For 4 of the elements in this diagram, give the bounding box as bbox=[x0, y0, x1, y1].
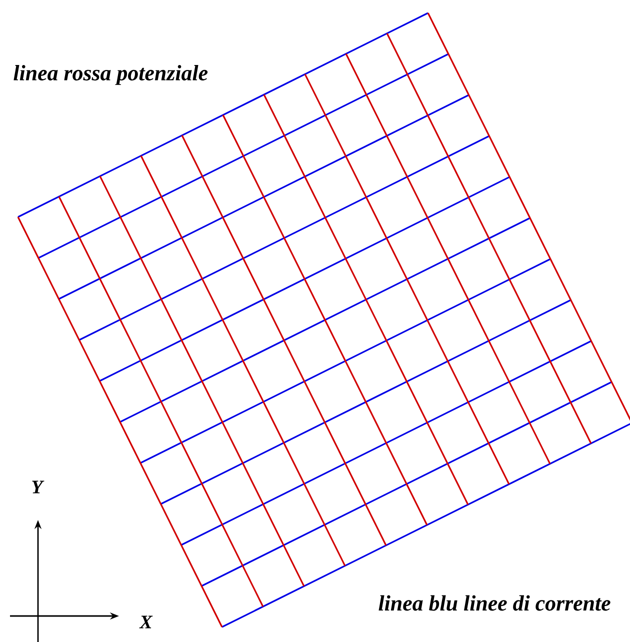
axis-label: Y bbox=[32, 480, 44, 494]
annotation-text: linea blu linee di corrente bbox=[378, 595, 610, 611]
axis-label: X bbox=[139, 616, 153, 628]
annotation-text: linea rossa potenziale bbox=[14, 65, 208, 85]
